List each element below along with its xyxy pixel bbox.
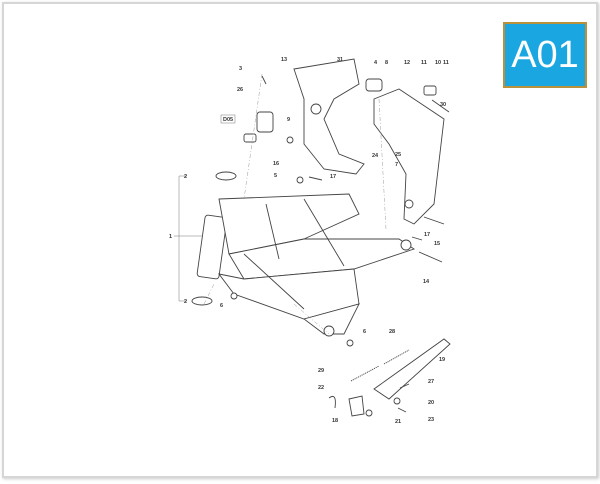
callout-label: 17 — [424, 232, 430, 238]
callout-label: 8 — [385, 60, 388, 66]
callout-label: 5 — [274, 173, 277, 179]
bolt-15 — [423, 216, 445, 225]
frame-top-tube — [218, 193, 360, 255]
bolt-17-upper — [308, 176, 323, 181]
callout-label: 3 — [239, 66, 242, 72]
callout-label: D05 — [223, 117, 233, 123]
callout-label: 29 — [318, 368, 324, 374]
frame-rear-lug — [302, 303, 360, 335]
callout-label: 11 — [421, 60, 427, 66]
part-4 — [365, 78, 383, 92]
actuator-d05 — [256, 111, 274, 133]
callout-label: 17 — [330, 174, 336, 180]
callout-label: 12 — [404, 60, 410, 66]
part-10 — [423, 85, 437, 96]
callout-label: 26 — [237, 87, 243, 93]
callout-label: 20 — [428, 400, 434, 406]
left-bracket — [293, 58, 365, 175]
callout-label: 1 — [169, 234, 172, 240]
callout-label: 11 — [443, 60, 449, 66]
bearing-top — [215, 171, 237, 181]
part-22 — [328, 395, 336, 409]
callout-label: 10 — [435, 60, 441, 66]
callout-label: 22 — [318, 385, 324, 391]
bearing-bottom — [191, 296, 213, 306]
stand-bracket — [348, 395, 365, 417]
bolt-30 — [431, 99, 450, 113]
steering-head-tube — [196, 214, 228, 280]
spring-28 — [383, 349, 410, 365]
callout-label: 23 — [428, 417, 434, 423]
callout-label: 24 — [372, 153, 379, 159]
callout-label: 27 — [428, 379, 434, 385]
callout-label: 15 — [434, 241, 440, 247]
callout-label: 21 — [395, 419, 401, 425]
callout-label: 13 — [281, 57, 287, 63]
frame-drawing — [174, 58, 451, 417]
spring-29 — [350, 365, 380, 382]
callout-label: 18 — [332, 418, 338, 424]
section-code-badge: A01 — [503, 22, 587, 88]
callout-label: 16 — [273, 161, 279, 167]
callout-label: 2 — [184, 299, 187, 305]
callout-label: 14 — [423, 279, 430, 285]
callout-label: 6 — [220, 303, 223, 309]
callout-label: 9 — [287, 117, 290, 123]
callout-label: 19 — [439, 357, 445, 363]
callout-label: 31 — [337, 57, 343, 63]
side-stand — [373, 338, 451, 400]
callout-label: 2 — [184, 174, 187, 180]
callout-box — [220, 114, 236, 124]
bolt-14 — [418, 251, 443, 263]
callout-label: 25 — [395, 152, 401, 158]
callout-label: 4 — [374, 60, 378, 66]
callout-label: 7 — [395, 162, 398, 168]
bolt-17 — [411, 236, 423, 241]
callout-label: 6 — [363, 329, 366, 335]
callout-label: 30 — [440, 102, 446, 108]
bolt-3 — [261, 75, 267, 85]
callout-label: 28 — [389, 329, 395, 335]
right-bracket — [373, 88, 445, 225]
